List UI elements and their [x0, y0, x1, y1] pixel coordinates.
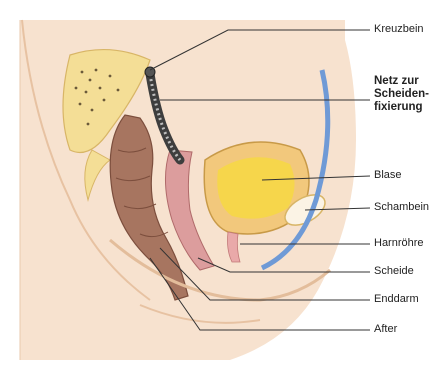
label-blase: Blase	[374, 169, 402, 182]
label-schambein: Schambein	[374, 201, 429, 214]
label-scheide: Scheide	[374, 265, 414, 278]
label-netz-line2: Scheiden-	[374, 88, 429, 101]
label-netz-line1: Netz zur	[374, 75, 419, 88]
bladder-inner	[217, 157, 294, 218]
label-kreuzbein: Kreuzbein	[374, 23, 424, 36]
label-enddarm: Enddarm	[374, 293, 419, 306]
label-netz-line3: fixierung	[374, 101, 423, 114]
label-harnroehre: Harnröhre	[374, 237, 424, 250]
label-after: After	[374, 323, 397, 336]
